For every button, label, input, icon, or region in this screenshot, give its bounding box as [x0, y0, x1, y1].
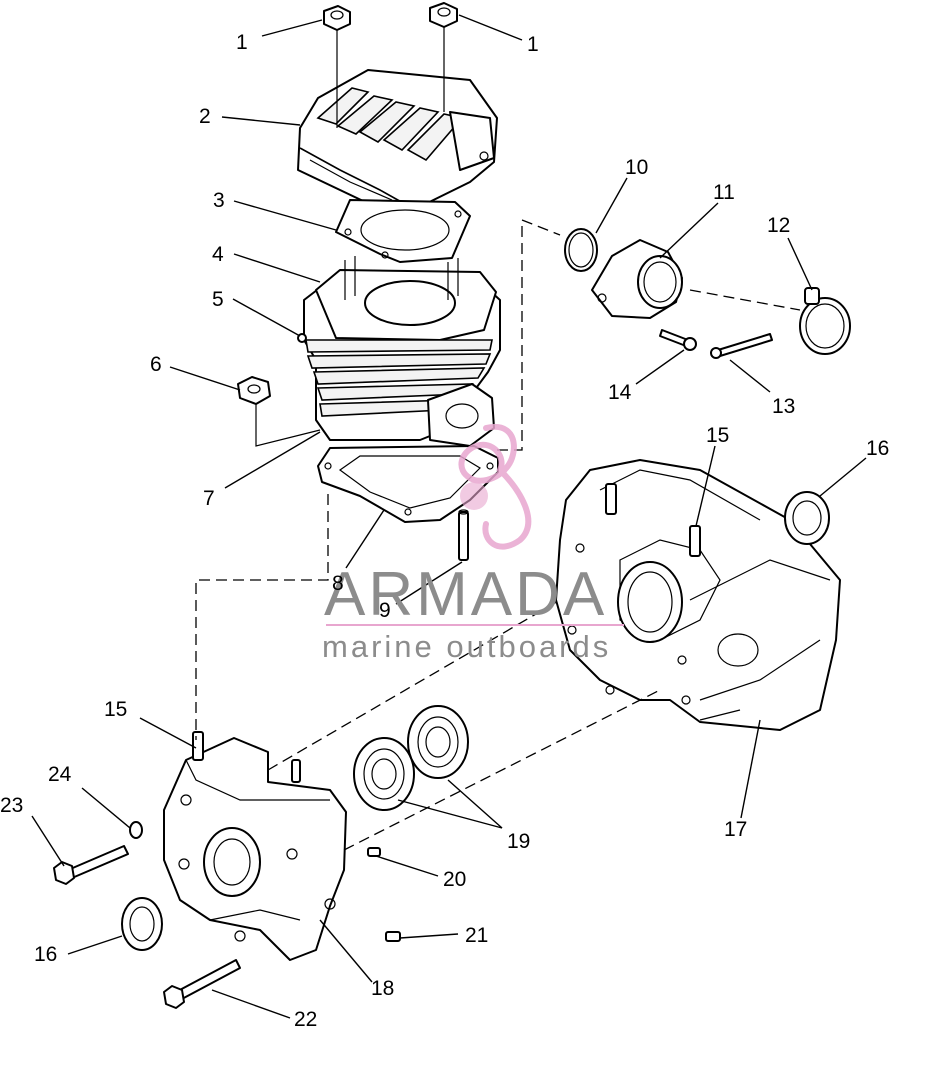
callout-22: 22 [294, 1008, 317, 1031]
callout-9: 9 [379, 599, 391, 622]
callout-1: 1 [236, 31, 248, 54]
watermark-brand: ARMADA [324, 560, 607, 629]
part-bearing-b [407, 705, 469, 779]
part-washer-24 [129, 821, 143, 839]
callout-12: 12 [767, 214, 790, 237]
callout-18: 18 [371, 977, 394, 1000]
callout-10: 10 [625, 156, 648, 179]
callout-2: 2 [199, 105, 211, 128]
armada-logo-mark [458, 423, 532, 550]
callout-4: 4 [212, 243, 224, 266]
part-intake-adapter [591, 239, 683, 319]
callout-13: 13 [772, 395, 795, 418]
watermark-tagline: marine outboards [322, 629, 611, 664]
part-crankcase-right [555, 459, 841, 731]
part-pin-left [291, 759, 301, 783]
part-nut-right [429, 2, 458, 28]
part-stud-right-a [605, 483, 617, 515]
callout-5: 5 [212, 288, 224, 311]
part-clamp-screw [710, 333, 773, 359]
callout-7: 7 [203, 487, 215, 510]
part-hose-clamp [799, 287, 851, 355]
part-seal-right [784, 491, 830, 545]
callout-8: 8 [332, 572, 344, 595]
callout-19: 19 [507, 830, 530, 853]
part-head-gasket [335, 199, 471, 263]
part-stud-right-b [689, 525, 701, 557]
part-bolt-23 [53, 845, 129, 885]
part-bearing-a [353, 737, 415, 811]
callout-1b: 1 [527, 33, 539, 56]
part-flange-nut [237, 376, 271, 405]
part-seal-left [121, 897, 163, 951]
part-cylinder-head [297, 69, 498, 215]
callout-6: 6 [150, 353, 162, 376]
callout-16b: 16 [34, 943, 57, 966]
callout-17: 17 [724, 818, 747, 841]
part-dowel-pin [458, 509, 469, 561]
callout-20: 20 [443, 868, 466, 891]
callout-24: 24 [48, 763, 72, 786]
callout-3: 3 [213, 189, 225, 212]
part-bolt-22 [163, 959, 241, 1009]
part-cylinder [303, 256, 501, 447]
armada-logo [458, 423, 532, 550]
part-plug-21 [385, 931, 401, 942]
part-adapter-screw [659, 329, 697, 351]
callout-15: 15 [706, 424, 729, 447]
callout-15b: 15 [104, 698, 127, 721]
part-o-ring [564, 228, 598, 272]
callout-16: 16 [866, 437, 889, 460]
part-dowel-20 [367, 847, 381, 857]
callout-21: 21 [465, 924, 488, 947]
part-nut-left [323, 5, 351, 31]
callout-11: 11 [713, 181, 735, 204]
part-crankcase-left [163, 737, 347, 961]
callout-14: 14 [608, 381, 632, 404]
callout-23: 23 [0, 794, 23, 817]
part-stud-left [192, 731, 204, 761]
